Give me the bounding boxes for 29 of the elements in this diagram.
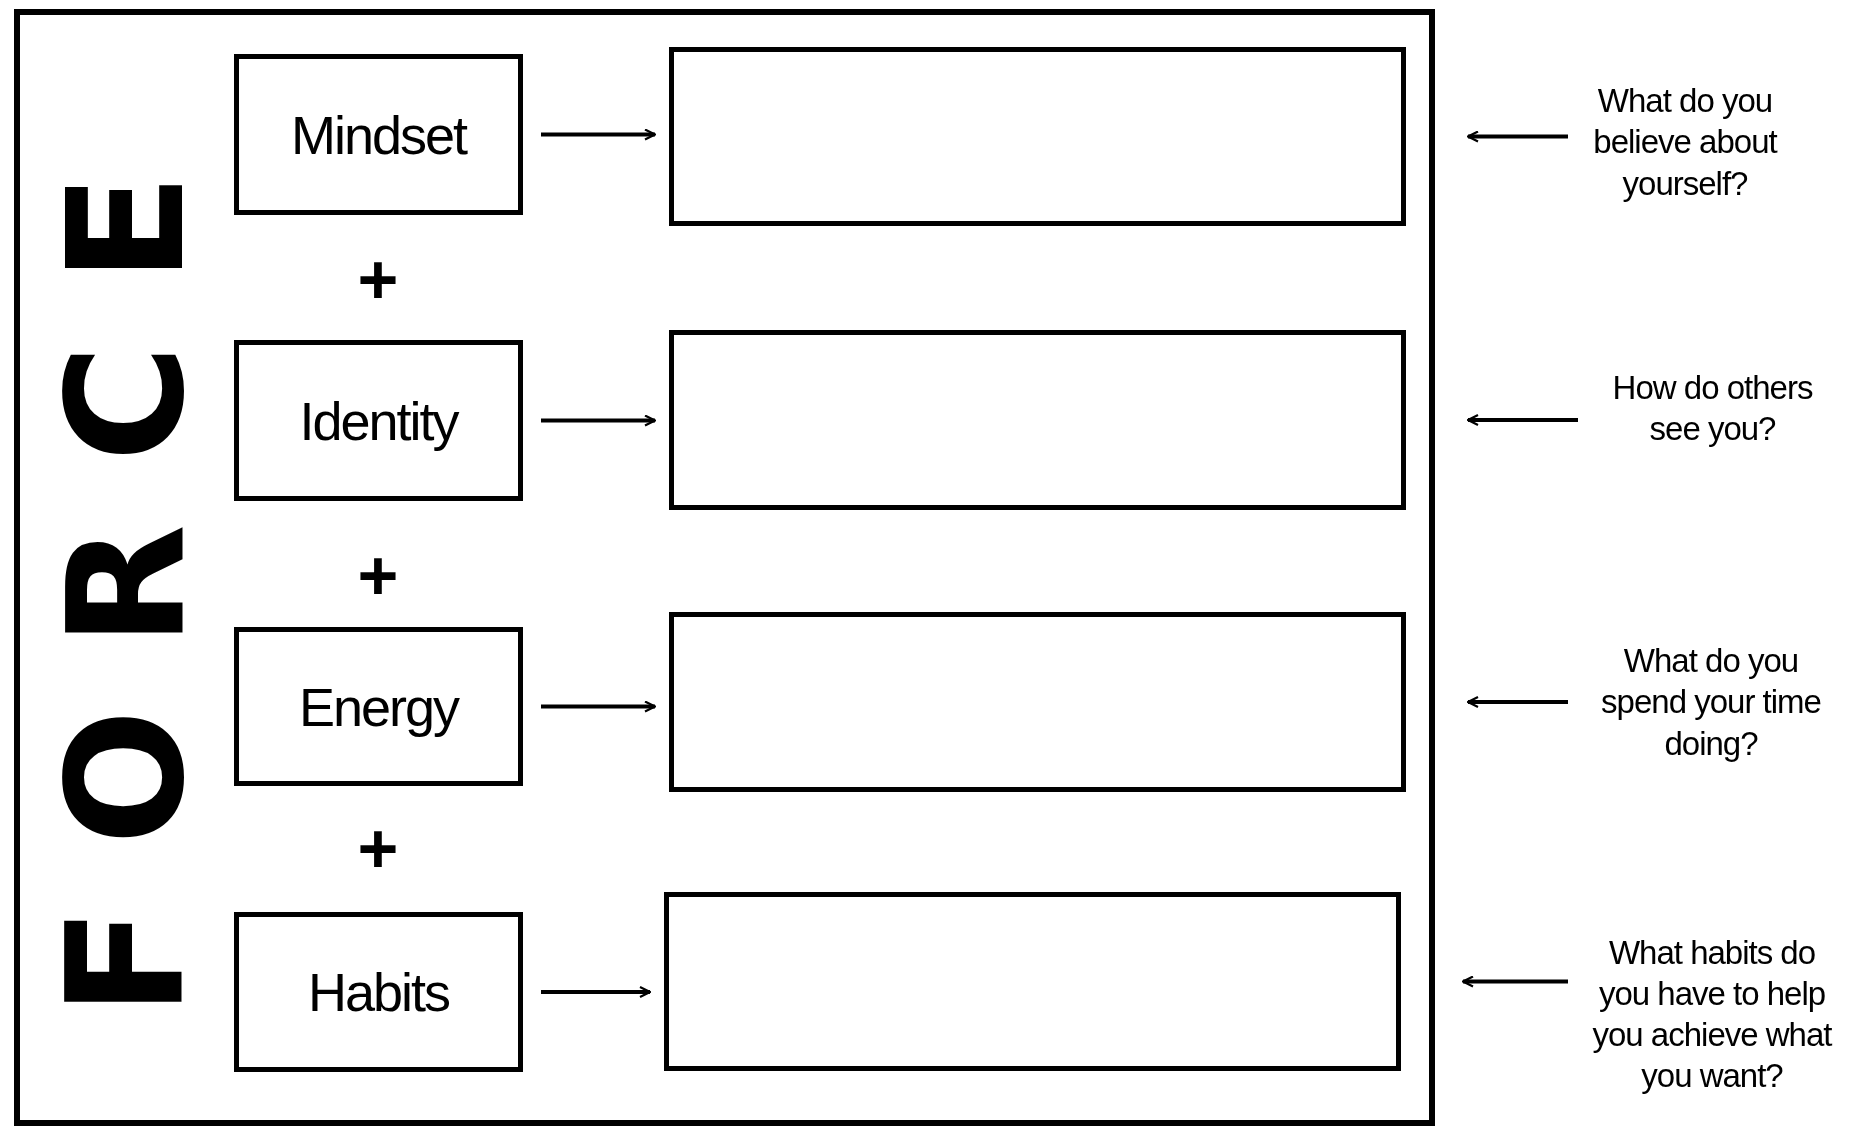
question-text: What habits do you have to help you achieve what you want? [1591, 932, 1834, 1097]
plus-sign: + [357, 245, 399, 315]
answer-box [664, 892, 1401, 1071]
arrow [541, 700, 657, 713]
question-text: How do others see you? [1611, 367, 1814, 449]
arrow [1466, 695, 1568, 709]
arrow [541, 128, 657, 141]
arrow [541, 985, 652, 999]
label-box [234, 54, 523, 215]
label-box [234, 912, 523, 1072]
question-text: What do you spend your time doing? [1600, 641, 1822, 764]
question-text: What do you believe about yourself? [1592, 81, 1779, 204]
arrow [1466, 413, 1578, 427]
arrow [541, 414, 657, 427]
answer-box [669, 330, 1406, 510]
box-label: Mindset [290, 103, 467, 166]
box-label: Identity [299, 389, 458, 452]
box-label: Habits [307, 961, 450, 1023]
plus-sign: + [357, 814, 399, 884]
box-label: Energy [298, 675, 459, 738]
answer-box [669, 612, 1406, 792]
answer-box [669, 47, 1406, 226]
outer-frame [14, 9, 1435, 1126]
arrow [1461, 975, 1568, 988]
label-box [234, 340, 523, 501]
plus-sign: + [357, 541, 399, 611]
arrow [1466, 130, 1568, 143]
vertical-title: FORCE [47, 111, 207, 1017]
label-box [234, 627, 523, 786]
